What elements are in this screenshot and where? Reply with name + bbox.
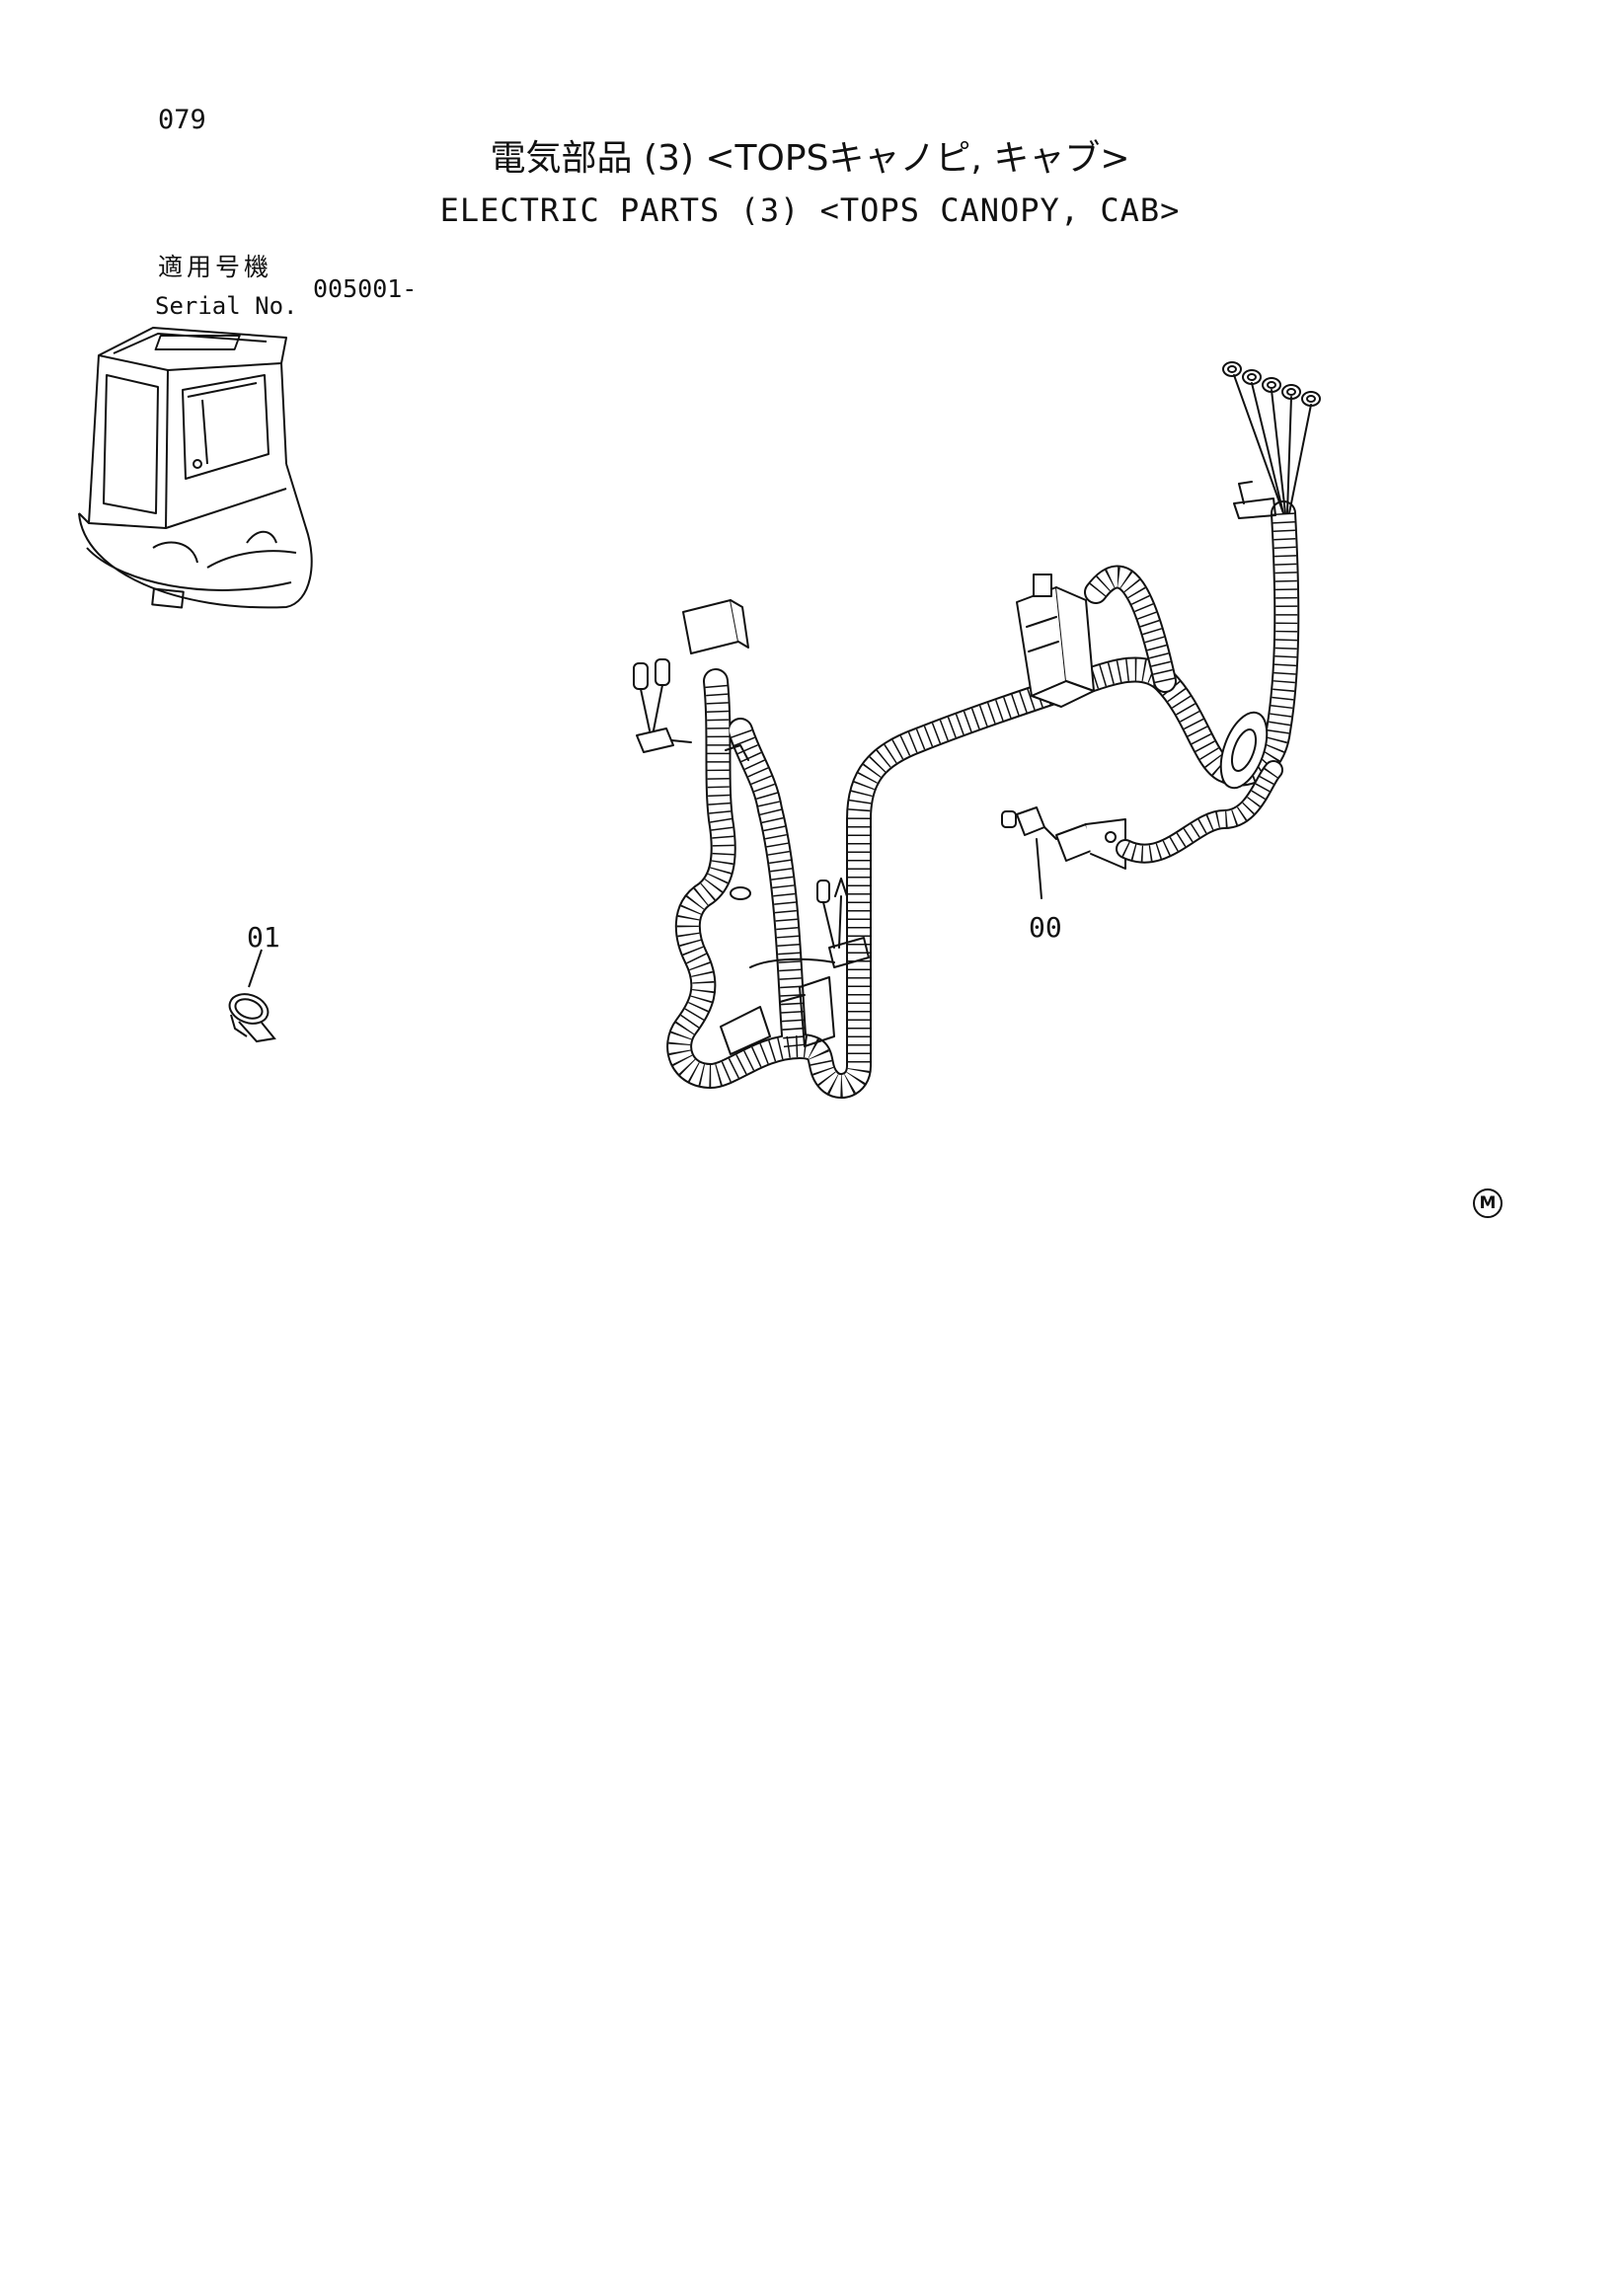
hose-clamp-part-01	[228, 949, 276, 1043]
wiring-harness-diagram	[633, 361, 1321, 1099]
m-mark-symbol: M	[1473, 1188, 1503, 1218]
page-title-japanese: 電気部品 (3) <TOPSキャノピ, キャブ>	[490, 138, 1130, 179]
callout-part-01: 01	[247, 921, 280, 954]
serial-label-japanese: 適用号機	[158, 253, 273, 281]
callout-part-00: 00	[1029, 911, 1062, 944]
machine-cab-illustration	[78, 327, 313, 609]
page-title-english: ELECTRIC PARTS (3) <TOPS CANOPY, CAB>	[439, 191, 1181, 229]
serial-number-value: 005001-	[313, 274, 418, 303]
page-number: 079	[158, 105, 206, 135]
serial-label-english: Serial No.	[155, 292, 298, 320]
